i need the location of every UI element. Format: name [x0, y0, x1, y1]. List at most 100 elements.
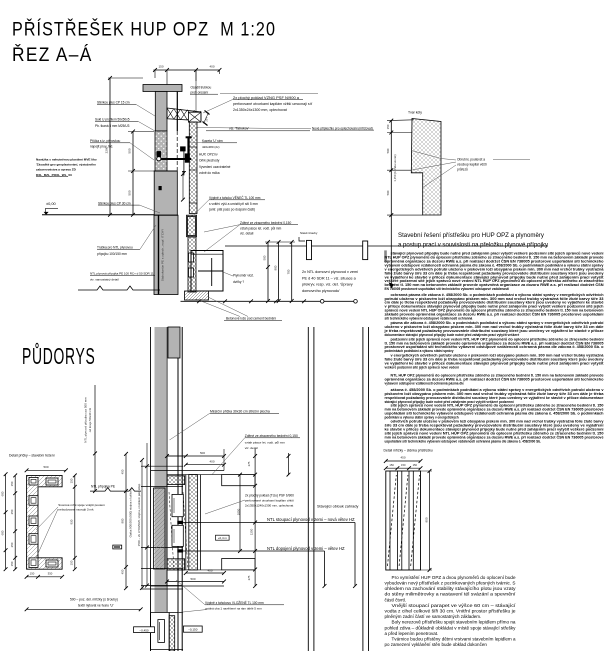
svg-text:Stavit šrouby: Stavit šrouby	[300, 231, 318, 235]
svg-text:Stávající oblouk zahrady: Stávající oblouk zahrady	[317, 505, 358, 509]
svg-text:600: 600	[0, 530, 4, 535]
svg-text:Sokl U profilem 50x50x5: Sokl U profilem 50x50x5	[95, 118, 130, 122]
svg-text:NTL stoupací plynovod v zemi –: NTL stoupací plynovod v zemi – nová věte…	[267, 517, 355, 522]
svg-text:500: 500	[190, 577, 195, 581]
svg-text:viz. 'Tahokov': viz. 'Tahokov'	[229, 126, 249, 130]
svg-text:1500 – 2x U 50x50x5, stojina,: 1500 – 2x U 50x50x5, stojina, v kolíkem …	[137, 483, 141, 546]
svg-text:volně do mčka: volně do mčka	[199, 171, 220, 175]
svg-text:v energetických odvětvích potr: v energetických odvětvích potrubí uložen…	[385, 267, 604, 271]
svg-text:600: 600	[0, 491, 4, 496]
svg-text:podmínkách podnikání a výkonu: podmínkách podnikání a výkonu státní spr…	[385, 349, 454, 353]
svg-text:částí čtvrtí.: částí čtvrtí.	[385, 597, 407, 602]
svg-text:HUP, OPZ liv: HUP, OPZ liv	[199, 153, 218, 157]
svg-text:150: 150	[10, 561, 14, 566]
svg-text:2x1350x1240x1300 mm, oplechova: 2x1350x1240x1300 mm, oplechovat	[245, 504, 293, 508]
svg-text:stávající plynovod přípojky bu: stávající plynovod přípojky bude nutné p…	[385, 400, 514, 404]
svg-text:500: 500	[386, 190, 390, 195]
svg-text:150: 150	[158, 65, 163, 69]
svg-text:plněným zadní částí ve samosta: plněným zadní částí ve samostatných zákl…	[385, 614, 482, 619]
svg-text:dokumentace stávající plynovod: dokumentace stávající plynovod přípojky …	[385, 333, 520, 337]
svg-text:(antr. plát pass po dospání čá: (antr. plát pass po dospání části)	[209, 208, 255, 212]
svg-text:PŘÍSTŘEŠEK HUP OPZ M 1:20: PŘÍSTŘEŠEK HUP OPZ M 1:20	[12, 17, 276, 40]
svg-text:800: 800	[121, 518, 125, 523]
svg-text:700: 700	[286, 269, 290, 274]
svg-text:Vyvedení uzavíratelné: Vyvedení uzavíratelné	[199, 165, 231, 169]
svg-text:dvířky ?: dvířky ?	[233, 280, 244, 284]
svg-text:vybudován nový přístřešek z po: vybudován nový přístřešek z pozinkovanýc…	[385, 581, 516, 586]
svg-text:2x plochý poklad (Tízu) PSF b/: 2x plochý poklad (Tízu) PSF b/900	[245, 494, 294, 498]
svg-text:Příčka s iz. pěnovkou: Příčka s iz. pěnovkou	[90, 139, 121, 143]
svg-text:napojit prov. hid.: napojit prov. hid.	[90, 145, 113, 149]
svg-text:500: 500	[128, 148, 132, 153]
svg-text:Kazeta 'U' rám: Kazeta 'U' rám	[202, 139, 223, 143]
svg-text:potrubí uloženo v pískovém lož: potrubí uloženo v pískovém loži obsypáno…	[385, 297, 604, 301]
svg-text:EN 736005 prostorové uspořádán: EN 736005 prostorové uspořádání sítí tec…	[385, 287, 510, 291]
svg-text:vztah pásce let. vodt. půl mm: vztah pásce let. vodt. půl mm	[245, 440, 285, 444]
svg-text:pásma dle zákona č. 458/2000 S: pásma dle zákona č. 458/2000 Sb. o podmí…	[391, 321, 604, 325]
svg-text:sítě jejich správců nové veden: sítě jejich správců nové vedení NTL HUP …	[385, 431, 604, 435]
svg-text:Pb. tkaná 5 mm M25/U3: Pb. tkaná 5 mm M25/U3	[95, 124, 130, 128]
svg-text:Výplně z tahoku VĚNEČ TL 100 m: Výplně z tahoku VĚNEČ TL 100 mm	[209, 195, 261, 200]
svg-text:Stěrkou plus CP 30 cm: Stěrkou plus CP 30 cm	[98, 201, 131, 205]
svg-text:420x480 (2x): 420x480 (2x)	[202, 145, 220, 149]
svg-text:350: 350	[48, 572, 53, 576]
svg-text:Plynoměr vlož.: Plynoměr vlož.	[233, 274, 254, 278]
svg-text:150: 150	[70, 478, 74, 483]
svg-text:od kraje 50x30 cm: od kraje 50x30 cm	[88, 407, 92, 432]
svg-text:Outka 900/500 (900) stojina s: Outka 900/500 (900) stojina s kolíkem	[129, 488, 133, 537]
svg-text:mm na betonovém základě proved: mm na betonovém základě provede oprávněn…	[385, 406, 604, 411]
svg-text:sítě jejich správců nové veden: sítě jejich správců nové vedení NTL HUP …	[391, 404, 604, 408]
svg-text:DXL_BZL_POXL_WL_03: DXL_BZL_POXL_WL_03	[36, 173, 72, 177]
svg-text:fólie žluté barvy šíře 33 cm d: fólie žluté barvy šíře 33 cm dále je tře…	[385, 271, 604, 275]
svg-text:proti orosení: proti orosení	[191, 90, 209, 94]
svg-text:Zděné ze ztraceného bednění 0,: Zděné ze ztraceného bednění 0,150	[245, 434, 298, 438]
svg-text:Měsíční příčka 30x30 cm střešn: Měsíční příčka 30x30 cm střešní plocha	[210, 409, 270, 413]
svg-text:±0,00: ±0,00	[46, 201, 57, 206]
svg-text:Boly nerezově přístřešku spoji: Boly nerezově přístřešku spojit stavební…	[392, 620, 517, 625]
svg-text:275: 275	[247, 575, 251, 580]
svg-text:Betonové lože pod cement bedně: Betonové lože pod cement bednění	[226, 317, 276, 321]
svg-text:fólie žluté barvy šíře 33 cm d: fólie žluté barvy šíře 33 cm dále je tře…	[385, 358, 604, 362]
svg-text:1250: 1250	[250, 528, 254, 535]
svg-text:Navážka s nehutněnou plastěmi: Navážka s nehutněnou plastěmi MVE liko	[36, 158, 97, 162]
svg-text:vsockup kapilár věští: vsockup kapilár věští	[457, 163, 487, 167]
svg-text:do stěny milimětrovky a nastav: do stěny milimětrovky a nastavení tél sv…	[385, 592, 517, 597]
svg-text:1,150 (š. třída vzorek): 1,150 (š. třída vzorek)	[393, 154, 397, 181]
svg-text:mm na betonovém základě proved: mm na betonovém základě provede oprávněn…	[385, 434, 604, 439]
svg-text:vybavení odstupové vzdálenosti: vybavení odstupové vzdálenosti ochranná …	[385, 381, 465, 385]
svg-text:920: 920	[70, 519, 74, 524]
svg-text:zákona č. 458/2000 Sb. o podmí: zákona č. 458/2000 Sb. o podmínkách podn…	[391, 388, 604, 392]
svg-text:NTL HUP OPZ plynoměrů do oploc: NTL HUP OPZ plynoměrů do oplocení přístř…	[385, 255, 604, 259]
svg-text:sítí technického vybavení odst: sítí technického vybavení odstupové vzdá…	[385, 317, 473, 321]
svg-text:Obrubní, poutevst a: Obrubní, poutevst a	[457, 158, 485, 162]
svg-text:500 – poz. dél. mřížky (s šrou: 500 – poz. dél. mřížky (s šrouby)	[70, 598, 118, 602]
svg-text:cm dále je třeba respektovat p: cm dále je třeba respektovat požadavky p…	[385, 301, 604, 305]
svg-text:vybavení odstupové vzdálenosti: vybavení odstupové vzdálenosti ochranná …	[385, 263, 604, 267]
svg-text:PE d 40 SDR 11 – viz. situace: PE d 40 SDR 11 – viz. situace a	[302, 276, 357, 280]
svg-text:400: 400	[209, 459, 214, 463]
svg-text:a před lepením penetrovat.: a před lepením penetrovat.	[385, 631, 439, 636]
svg-text:2x plochý poklad VZNG PSF N/90: 2x plochý poklad VZNG PSF N/900 a	[233, 95, 300, 100]
svg-text:oprávněná organizace za dozoru: oprávněná organizace za dozoru RWE a.s. …	[385, 258, 604, 263]
svg-text:Stavební řešení přístřešku pro: Stavební řešení přístřešku pro HUP OPZ a…	[398, 232, 545, 239]
svg-text:bednění tl. 150 mm na betonové: bednění tl. 150 mm na betonovém základě …	[385, 282, 605, 287]
svg-text:oprávněná organizace za dozoru: oprávněná organizace za dozoru RWE a.s. …	[385, 376, 604, 381]
svg-text:perforované otvorkami kapilám: perforované otvorkami kapilám vžitší umo…	[233, 102, 313, 106]
svg-text:Zděné ze ztraceného bednění 0,: Zděné ze ztraceného bednění 0,150	[240, 221, 291, 225]
svg-text:150: 150	[70, 560, 74, 565]
svg-text:–0,450: –0,450	[139, 628, 149, 632]
svg-text:šíře 33 cm dále je třeba respe: šíře 33 cm dále je třeba respektovat pož…	[385, 423, 604, 427]
svg-text:vodta z cihel celkové šíři 30: vodta z cihel celkové šíři 30 cm. Vnitřn…	[385, 609, 517, 614]
svg-text:234: 234	[205, 117, 209, 122]
svg-text:450: 450	[121, 569, 125, 574]
svg-text:veškeré podzemní sítě jejich s: veškeré podzemní sítě jejich správců nov…	[385, 365, 459, 369]
svg-text:Detail mřížky – stěnka přístře: Detail mřížky – stěnka přístřešku	[384, 449, 433, 453]
svg-text:275: 275	[247, 461, 251, 466]
svg-text:+0,4 m: +0,4 m	[218, 536, 228, 540]
svg-text:500: 500	[386, 148, 390, 153]
svg-text:900: 900	[424, 517, 428, 522]
svg-text:Orlík plechody: Orlík plechody	[199, 159, 220, 163]
svg-text:uspořádání sítí technického vy: uspořádání sítí technického vybavení ods…	[385, 439, 542, 443]
svg-text:pískovém loži obsypáno pískem: pískovém loži obsypáno pískem min. 300 m…	[385, 392, 604, 396]
svg-text:150: 150	[386, 124, 390, 129]
